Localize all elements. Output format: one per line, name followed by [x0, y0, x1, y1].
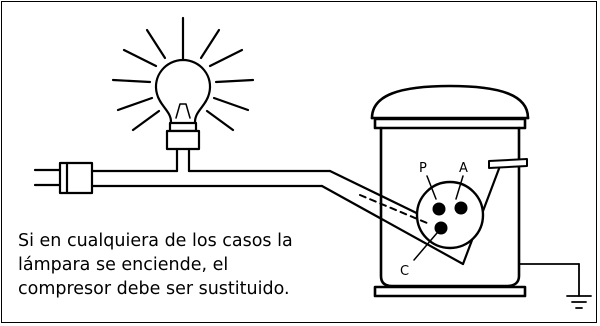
terminal-c: [434, 221, 448, 235]
terminal-dots: [432, 201, 468, 235]
label-c: C: [400, 264, 409, 279]
ground-screw: [488, 158, 528, 169]
label-p: P: [419, 161, 427, 176]
caption-line-1: Si en cualquiera de los casos la: [18, 231, 293, 251]
caption: Si en cualquiera de los casos la lámpara…: [18, 229, 348, 301]
terminal-a: [454, 201, 468, 215]
caption-line-2: lámpara se enciende, el: [18, 255, 229, 275]
ground-icon: [518, 263, 592, 309]
lamp-icon: [154, 58, 212, 151]
terminal-p: [432, 202, 446, 216]
light-rays: [111, 16, 255, 132]
power-cord: [90, 147, 332, 188]
plug-icon: [33, 161, 94, 195]
dashed-wire: [359, 194, 428, 224]
caption-line-3: compresor debe ser sustituido.: [18, 279, 290, 299]
compressor-icon: [370, 84, 530, 298]
label-a: A: [459, 161, 468, 176]
label-leaders: [413, 175, 464, 261]
